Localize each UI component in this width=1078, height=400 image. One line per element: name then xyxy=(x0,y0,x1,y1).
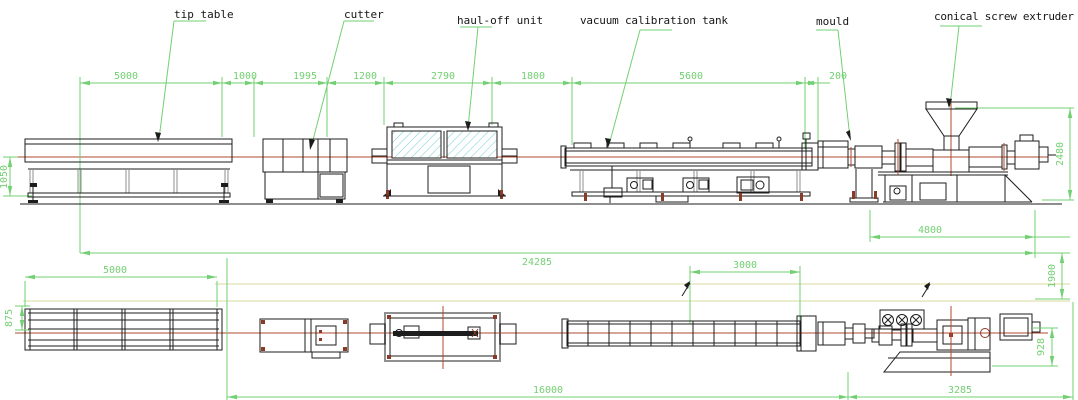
dim-text: 1995 xyxy=(293,71,317,82)
tip-table-plan xyxy=(24,308,223,351)
dim-text: 928 xyxy=(1036,338,1047,356)
label-tip-table: tip table xyxy=(174,8,234,21)
dim-text: 1050 xyxy=(0,165,10,189)
dim-text: 3285 xyxy=(948,385,972,396)
dim-928: 928 xyxy=(992,327,1058,367)
hatched-window xyxy=(446,130,498,159)
dim-text: 5000 xyxy=(103,265,127,276)
dim-text: 2480 xyxy=(1055,142,1066,166)
dim-text: 5000 xyxy=(114,71,138,82)
haul-off-plan xyxy=(369,306,517,369)
hatched-window xyxy=(391,130,442,159)
jack-foot xyxy=(221,183,228,187)
label-mould: mould xyxy=(816,15,849,28)
label-cutter: cutter xyxy=(344,8,384,21)
base-plate xyxy=(882,351,991,373)
vacuum-pump xyxy=(626,177,654,193)
dim-text: 1800 xyxy=(521,71,545,82)
haul-off-side xyxy=(371,122,518,199)
cutter-side xyxy=(262,138,348,203)
valve-fitting xyxy=(687,136,693,142)
extruder-plan xyxy=(871,306,1041,376)
cutter-plan xyxy=(259,318,349,359)
dim-text: 16000 xyxy=(533,385,563,396)
dim-text: 4800 xyxy=(918,225,942,236)
leader-arrow xyxy=(155,132,161,142)
dim-text: 5600 xyxy=(679,71,703,82)
water-pump xyxy=(736,176,770,194)
valve-fitting xyxy=(776,136,782,142)
dim-text: 1200 xyxy=(353,71,377,82)
dim-text: 24285 xyxy=(522,257,552,268)
dim-4800: 4800 xyxy=(869,210,1070,258)
dim-2480: 2480 xyxy=(955,107,1074,201)
dim-875: 875 xyxy=(4,305,30,331)
leader-arrow xyxy=(309,139,315,150)
guide-lines xyxy=(23,283,1070,302)
vacuum-tank-side xyxy=(560,132,819,203)
jack-foot xyxy=(30,183,37,187)
section-arrow xyxy=(924,282,930,290)
drive-motor xyxy=(1014,140,1040,170)
section-flags xyxy=(681,281,931,298)
leader-arrow xyxy=(946,98,952,108)
dim-text: 200 xyxy=(829,71,847,82)
cabinet-door xyxy=(427,165,471,194)
label-vacuum-tank: vacuum calibration tank xyxy=(580,14,728,27)
extruder-cabinet xyxy=(884,174,1006,203)
dim-3000: 3000 xyxy=(689,260,801,324)
section-arrow xyxy=(684,281,690,289)
dim-1900: 1900 xyxy=(1035,253,1070,300)
leader-arrow xyxy=(846,130,851,141)
dim-1050: 1050 xyxy=(0,156,32,197)
label-haul-off: haul-off unit xyxy=(457,14,543,27)
track-bar xyxy=(393,331,478,336)
extruder-side xyxy=(847,101,1056,203)
dim-24285: 24285 xyxy=(80,250,1070,268)
mould-plan xyxy=(817,321,875,346)
vacuum-tank-plan xyxy=(561,315,817,352)
dim-16000-3285: 16000 3285 xyxy=(226,258,1074,400)
dim-text: 1900 xyxy=(1047,264,1058,288)
dim-text: 3000 xyxy=(733,260,757,271)
leader-arrow xyxy=(465,121,471,131)
centerlines xyxy=(15,96,1048,334)
dimension-chain-top: 5000 1000 1995 1200 2790 1800 5600 200 xyxy=(79,71,847,253)
tip-table-side xyxy=(24,138,233,203)
part-labels: tip table cutter haul-off unit vacuum ca… xyxy=(155,8,1074,150)
label-extruder: conical screw extruder xyxy=(934,10,1074,23)
dim-text: 875 xyxy=(4,309,15,327)
dim-5000-plan: 5000 xyxy=(24,265,218,307)
mould-side xyxy=(817,140,849,169)
dim-text: 2790 xyxy=(431,71,455,82)
dim-text: 1000 xyxy=(233,71,257,82)
vacuum-pump xyxy=(682,177,710,193)
